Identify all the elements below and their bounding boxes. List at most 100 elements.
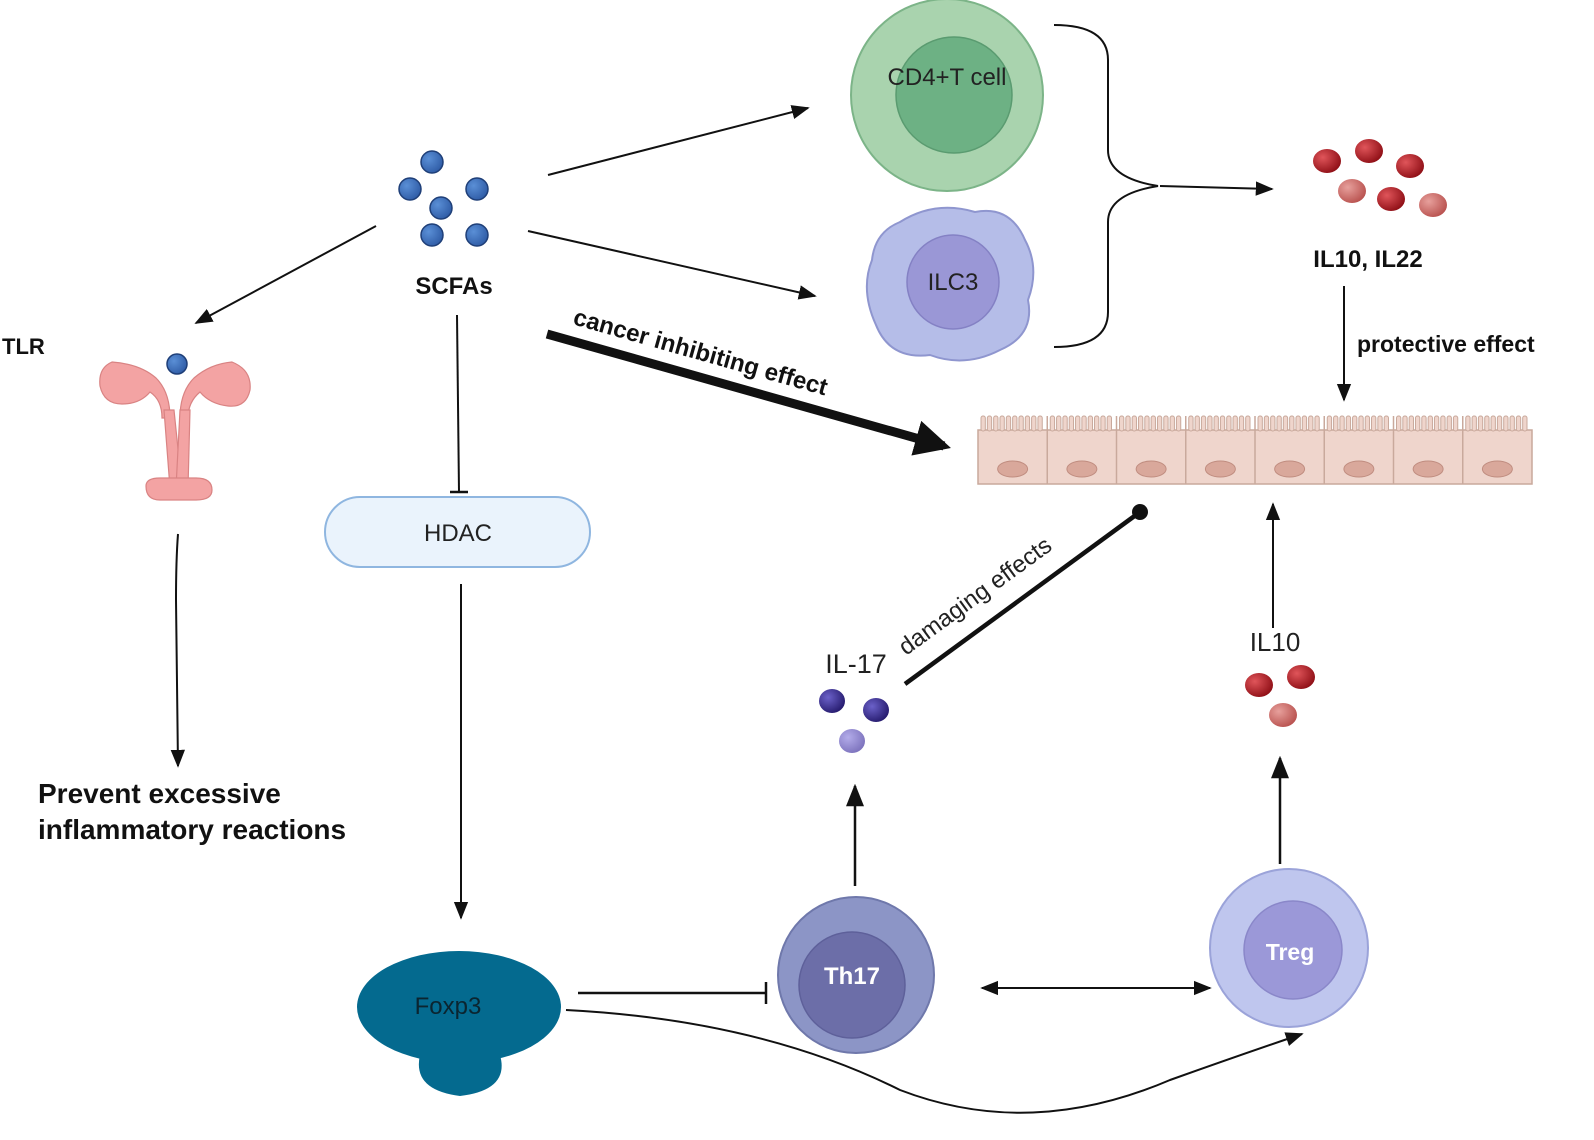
microvillus	[1081, 415, 1087, 432]
scfa-to-ilc3-arrow	[527, 230, 817, 300]
microvillus	[1402, 415, 1408, 432]
prevent-inflammation-label-line1: Prevent excessive	[38, 778, 281, 809]
microvillus	[1213, 415, 1219, 432]
foxp3-protein-icon	[357, 951, 561, 1096]
epithelial-nucleus	[1274, 460, 1306, 478]
hdac-label: HDAC	[424, 520, 492, 547]
microvillus	[1377, 415, 1383, 432]
microvillus	[1326, 415, 1333, 432]
epithelial-nucleus	[1204, 460, 1236, 478]
scfa-to-cd4-arrow	[547, 105, 810, 176]
cancer-inhibiting-arrow	[545, 329, 951, 456]
microvillus	[1358, 415, 1364, 432]
intestinal-epithelium-icon	[977, 415, 1533, 485]
microvillus	[1257, 415, 1263, 432]
microvillus	[1175, 415, 1182, 432]
microvillus	[1163, 415, 1169, 432]
microvillus	[1150, 415, 1156, 432]
microvillus	[1226, 415, 1232, 432]
microvillus	[1018, 415, 1024, 432]
microvillus	[1414, 415, 1421, 432]
microvillus	[1245, 415, 1251, 432]
microvillus	[1276, 415, 1282, 432]
microvillus	[1131, 415, 1137, 432]
microvillus	[1308, 415, 1314, 432]
brace-to-cytokines-arrow	[1159, 181, 1274, 196]
microvillus	[1496, 415, 1503, 432]
microvillus	[1263, 415, 1270, 432]
microvillus	[1012, 415, 1018, 432]
cd4-label: CD4+T cell	[888, 64, 1007, 91]
il10-il22-cytokines-icon	[1313, 139, 1447, 217]
microvillus	[1333, 415, 1339, 432]
treg-label: Treg	[1266, 939, 1315, 965]
microvillus	[993, 415, 999, 432]
microvillus	[1106, 415, 1113, 432]
hdac-box	[324, 496, 591, 568]
tlr-to-prevent-arrow	[170, 533, 186, 768]
microvillus	[1471, 415, 1477, 432]
microvillus	[1049, 415, 1056, 432]
microvillus	[1169, 415, 1175, 432]
il17-cytokines-icon	[819, 689, 889, 753]
protective-effect-label: protective effect	[1357, 331, 1535, 357]
cd4-t-cell-icon	[850, 0, 1044, 192]
tlr-label: TLR	[2, 334, 45, 359]
foxp3-label: Foxp3	[415, 993, 482, 1020]
microvillus	[1289, 415, 1295, 432]
microvillus	[1465, 415, 1471, 432]
microvillus	[1509, 415, 1515, 432]
damaging-effects-label: damaging effects	[894, 532, 1057, 661]
il10-label: IL10	[1250, 627, 1301, 657]
scfa-inhibits-hdac-line	[456, 314, 460, 493]
microvillus	[1207, 415, 1213, 432]
microvillus	[1522, 415, 1528, 432]
microvillus	[1125, 415, 1131, 432]
microvillus	[1421, 415, 1427, 432]
scfa-molecules-icon	[398, 150, 489, 247]
epithelial-nucleus	[997, 460, 1029, 478]
microvillus	[1119, 415, 1125, 432]
tlr-receptor-icon	[99, 361, 251, 501]
epithelial-nucleus	[1481, 460, 1513, 478]
epithelial-nucleus	[1135, 460, 1167, 478]
microvillus	[1446, 415, 1452, 432]
microvillus	[1137, 415, 1144, 432]
microvillus	[1232, 415, 1238, 432]
ilc3-label: ILC3	[928, 269, 979, 296]
microvillus	[1490, 415, 1496, 432]
microvillus	[1477, 415, 1484, 432]
microvillus	[1056, 415, 1062, 432]
microvillus	[1345, 415, 1352, 432]
il17-label: IL-17	[825, 649, 887, 679]
microvillus	[1068, 415, 1075, 432]
damaging-endpoint-dot	[1132, 504, 1148, 520]
microvillus	[1087, 415, 1094, 432]
treg-cell-icon	[1209, 868, 1369, 1028]
microvillus	[1427, 415, 1433, 432]
microvillus	[1515, 415, 1522, 432]
ilc3-cell-icon	[865, 206, 1035, 362]
il10-il22-label: IL10, IL22	[1313, 246, 1422, 273]
microvillus	[980, 415, 986, 432]
microvillus	[1194, 415, 1200, 432]
microvillus	[1219, 415, 1226, 432]
microvillus	[1503, 415, 1509, 432]
microvillus	[1005, 415, 1012, 432]
scfas-label: SCFAs	[415, 273, 492, 300]
il17-damaging-line	[903, 510, 1142, 686]
microvillus	[1282, 415, 1289, 432]
microvillus	[1062, 415, 1068, 432]
th17-label: Th17	[824, 963, 880, 990]
microvillus	[1094, 415, 1100, 432]
microvillus	[1100, 415, 1106, 432]
microvillus	[1301, 415, 1308, 432]
cd4-ilc3-brace	[1053, 24, 1159, 348]
microvillus	[1408, 415, 1414, 432]
microvillus	[1075, 415, 1081, 432]
microvillus	[1396, 415, 1402, 432]
tlr-bound-scfa-icon	[166, 353, 188, 375]
microvillus	[1433, 415, 1440, 432]
microvillus	[1144, 415, 1150, 432]
